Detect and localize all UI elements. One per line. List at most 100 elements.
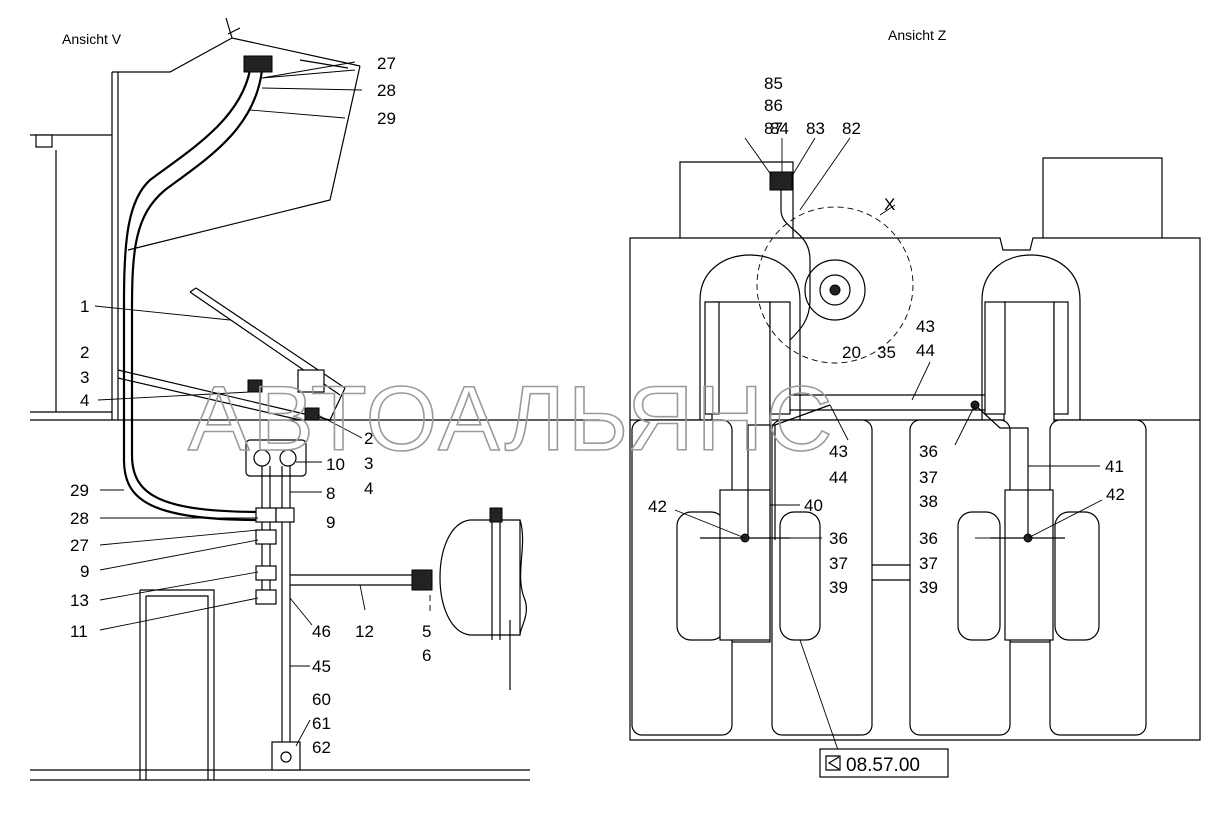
bracket — [35, 134, 53, 148]
tank-clamp — [489, 507, 503, 523]
label-2-left: 2 — [80, 343, 89, 362]
label-61: 61 — [312, 714, 331, 733]
label-6: 6 — [422, 646, 431, 665]
label-62: 62 — [312, 738, 331, 757]
leader-36a — [954, 404, 976, 446]
lower-body — [629, 420, 1201, 741]
detail-mark: X — [884, 195, 895, 214]
label-37-lower-left: 37 — [829, 554, 848, 573]
leader-27a — [261, 61, 356, 79]
label-4-right: 4 — [364, 479, 373, 498]
leader-4a — [97, 391, 251, 401]
label-27-top: 27 — [377, 54, 396, 73]
floor — [30, 769, 530, 781]
label-87: 87 — [764, 119, 783, 138]
label-2-right: 2 — [364, 429, 373, 448]
leader-87 — [744, 137, 773, 177]
cab-panel — [127, 59, 361, 251]
air-tank — [439, 519, 521, 636]
leader-9b — [99, 539, 259, 571]
leader-83 — [791, 137, 816, 177]
lower-beam — [872, 564, 910, 581]
label-82: 82 — [842, 119, 861, 138]
tank-fitting — [411, 569, 433, 591]
label-13: 13 — [70, 591, 89, 610]
left-view: Ansicht V — [30, 17, 600, 781]
stand — [139, 589, 215, 780]
cable-82 — [780, 190, 811, 341]
label-29-left: 29 — [70, 481, 89, 500]
reference-code: 08.57.00 — [846, 755, 920, 776]
label-46: 46 — [312, 622, 331, 641]
label-41: 41 — [1105, 457, 1124, 476]
cab-frame — [111, 17, 361, 420]
fitting-9b — [275, 507, 295, 523]
label-40: 40 — [804, 496, 823, 515]
chamber-center — [829, 284, 841, 296]
valve-fitting-b — [304, 407, 320, 421]
leader-27b — [99, 529, 259, 546]
wheel-inner-left — [771, 419, 873, 736]
label-11: 11 — [70, 622, 88, 641]
label-36-lower-left: 36 — [829, 529, 848, 548]
connector-84 — [769, 171, 793, 191]
label-36-lower-right: 36 — [919, 529, 938, 548]
drum-right-a — [957, 511, 1001, 641]
label-42-left: 42 — [648, 497, 667, 516]
label-9-left: 9 — [80, 562, 89, 581]
leader-42b — [1027, 499, 1103, 539]
brake-line-40 — [747, 404, 831, 540]
base-bolt — [280, 751, 292, 763]
cross-beam — [790, 394, 985, 411]
brake-valve — [297, 369, 325, 393]
label-36-mid: 36 — [919, 442, 938, 461]
brake-line-41 — [974, 404, 1029, 540]
label-43-top: 43 — [916, 317, 935, 336]
leader-82 — [799, 137, 851, 211]
label-42-right: 42 — [1106, 485, 1125, 504]
hose-upper-2 — [130, 69, 264, 514]
label-20: 20 — [842, 343, 861, 362]
label-37-mid: 37 — [919, 468, 938, 487]
fitting-9 — [255, 507, 277, 523]
label-43-mid: 43 — [829, 442, 848, 461]
label-3-left: 3 — [80, 368, 89, 387]
leader-11 — [99, 597, 259, 631]
reference-box — [819, 748, 949, 778]
right-view: Ansicht Z — [629, 27, 1201, 778]
leader-x — [879, 204, 896, 216]
spring-left-b — [769, 301, 791, 415]
tank-strap — [491, 510, 511, 690]
fitting-13 — [255, 565, 277, 581]
label-83: 83 — [806, 119, 825, 138]
label-38: 38 — [919, 492, 938, 511]
port-right — [279, 449, 297, 467]
tank-cut — [519, 519, 527, 636]
label-28-top: 28 — [377, 81, 396, 100]
label-35: 35 — [877, 343, 896, 362]
upper-boxes — [679, 157, 1163, 238]
reference-icon — [825, 755, 841, 771]
valve-block — [245, 439, 307, 477]
label-27-left: 27 — [70, 536, 89, 555]
label-44-mid: 44 — [829, 468, 848, 487]
pedal-bracket — [117, 369, 346, 421]
leader-12 — [359, 584, 366, 611]
leader-42a — [674, 509, 746, 539]
label-85: 85 — [764, 74, 783, 93]
leader-2b — [317, 414, 363, 439]
fitting-27 — [255, 529, 277, 545]
leader-43a — [911, 361, 931, 401]
ref-leader — [799, 639, 839, 751]
upper-connector — [243, 55, 273, 73]
leader-46 — [289, 597, 313, 626]
valve-fitting-a — [247, 379, 263, 393]
hose-upper — [122, 69, 261, 522]
spring-left-a — [704, 301, 720, 415]
label-12: 12 — [355, 622, 374, 641]
leader-28a — [261, 87, 363, 91]
leader-13 — [99, 571, 259, 601]
label-3-right: 3 — [364, 454, 373, 473]
watermark: АВТОАЛЬЯНС — [188, 368, 836, 470]
